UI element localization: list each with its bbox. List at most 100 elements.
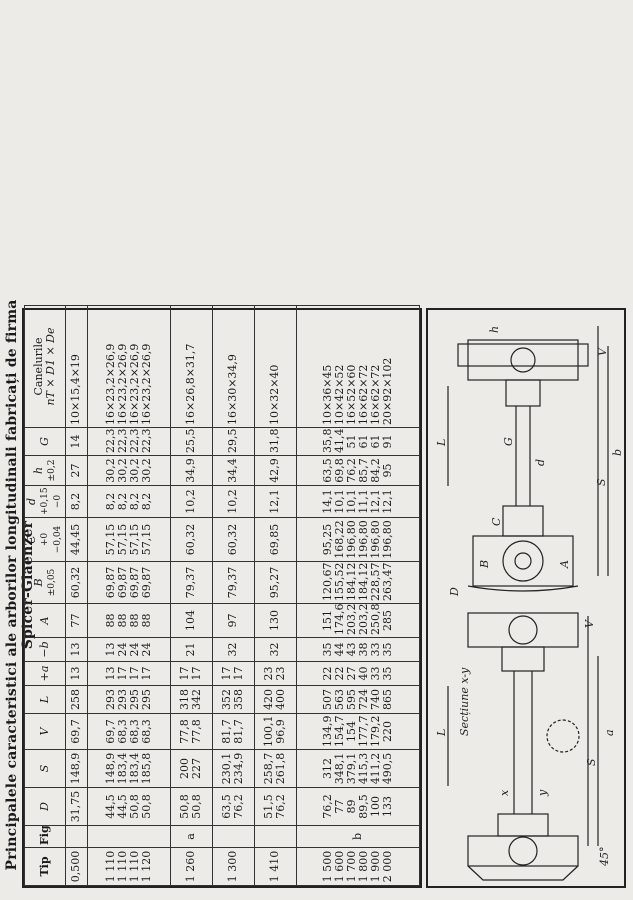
cell-value: 148,9	[103, 752, 117, 785]
table-cell-fig	[87, 825, 170, 848]
table-cell-B: 79,37	[212, 561, 255, 604]
table-cell-h: 42,9	[254, 455, 297, 486]
cell-value: 34,4	[226, 458, 240, 483]
cell-value: 22,3	[103, 428, 117, 454]
cell-value: 25,5	[184, 428, 198, 454]
cell-value: 95,27	[268, 566, 282, 599]
header-V: V	[24, 713, 66, 750]
cell-value: 30,2	[139, 458, 153, 483]
cell-value: 17	[232, 666, 246, 681]
cell-value: 68,3	[127, 719, 141, 744]
figure-a-shaft	[447, 612, 599, 881]
cell-value: 31,8	[268, 428, 282, 454]
cell-value: 295	[139, 689, 153, 710]
table-cell-A: 97	[212, 603, 255, 638]
cell-value: 13	[103, 666, 117, 681]
table-cell-tip: 1 260	[170, 847, 213, 886]
cell-value: 88	[115, 613, 129, 628]
cell-value: 10×15,4×19	[69, 354, 83, 425]
cell-value: 35	[380, 666, 394, 681]
header-fig: Fig.	[24, 825, 66, 848]
cell-value: 22,3	[139, 428, 153, 454]
cell-value: 69,87	[103, 566, 117, 599]
cell-value: 97	[226, 613, 240, 628]
cell-value: 77,8	[190, 719, 204, 744]
cell-value: 88	[139, 613, 153, 628]
header-b: −b	[24, 637, 66, 662]
cell-value: 50,8	[190, 794, 204, 819]
cell-value: 81,7	[232, 719, 246, 744]
table-header-row: Tip Fig. D S V L +a −b A B±0,05 C+0−0,04…	[24, 305, 66, 886]
cell-value: 17	[139, 666, 153, 681]
table-cell-tip: 1 300	[212, 847, 255, 886]
cell-value: 148,9	[69, 752, 83, 785]
cell-value: 57,15	[127, 523, 141, 556]
cell-value: 285	[380, 610, 394, 631]
cell-value: 79,37	[226, 566, 240, 599]
header-S: S	[24, 749, 66, 788]
label-y: y	[536, 789, 549, 797]
cell-value: 96,9	[274, 719, 288, 744]
cell-value: 88	[127, 613, 141, 628]
cell-value: 16×23,2×26,9	[127, 343, 141, 425]
table-cell-L: 258	[65, 685, 88, 714]
table-cell-d: 8,2	[65, 485, 88, 518]
cell-value: 95	[380, 463, 394, 478]
table-cell-C: 44,45	[65, 517, 88, 562]
label-x: x	[498, 789, 511, 796]
label-sectiune: Secțiune x-y	[458, 667, 471, 736]
table-cell-fig	[65, 825, 88, 848]
cell-value: 342	[190, 689, 204, 710]
table-cell-d: 12,1	[254, 485, 297, 518]
cell-value: 1 110	[127, 850, 141, 883]
cell-value: 35	[380, 642, 394, 657]
header-D: D	[24, 787, 66, 826]
cell-value: 261,8	[274, 752, 288, 785]
cell-value: 77	[69, 613, 83, 628]
table-cell-A: 104	[170, 603, 213, 638]
cell-value: 8,2	[127, 492, 141, 511]
table-cell-b: 13	[65, 637, 88, 662]
cell-value: 60,32	[69, 566, 83, 599]
label-A: A	[558, 560, 571, 569]
cell-value: 20×92×102	[380, 357, 394, 425]
table-cell-G: 14	[65, 427, 88, 456]
cell-value: 17	[190, 666, 204, 681]
label-S-a: S	[585, 758, 598, 766]
cell-value: 91	[380, 434, 394, 449]
table-cell-canel: 16×30×34,9	[212, 305, 255, 428]
cell-value: 104	[184, 610, 198, 631]
table-cell-A: 77	[65, 603, 88, 638]
table-cell-tip: 0,500	[65, 847, 88, 886]
cell-value: 8,2	[139, 492, 153, 511]
table-cell-D: 31,75	[65, 787, 88, 826]
cell-value: 10,2	[184, 489, 198, 514]
cell-value: 69,7	[103, 719, 117, 744]
drawing-svg: Secțiune x-y a b S L L S V V x y G d h B…	[435, 326, 624, 881]
header-h: h±0,2	[24, 455, 66, 486]
cell-value: 16×23,2×26,9	[103, 343, 117, 425]
cell-value: 2 000	[380, 850, 394, 883]
table-cell-d: 10,2	[212, 485, 255, 518]
label-V-a: V	[583, 619, 596, 628]
